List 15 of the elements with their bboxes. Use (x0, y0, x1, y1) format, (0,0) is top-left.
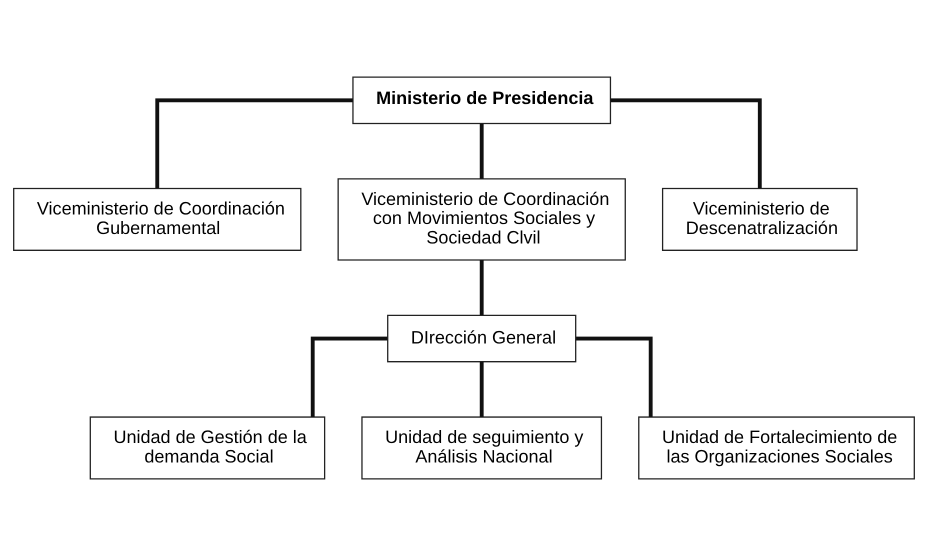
node-box: Unidad de Fortalecimiento de las Organizaciones Sociales (638, 416, 915, 479)
connector (155, 98, 353, 188)
node-box: Ministerio de Presidencia (352, 76, 612, 124)
connector (480, 361, 484, 416)
node-box: Viceministerio de Coordinación con Movimientos Sociales y Sociedad Clvil (338, 178, 626, 260)
node-box: Unidad de Gestión de la demanda Social (90, 416, 326, 479)
node-box: DIrección General (387, 314, 576, 362)
node-box: Viceministerio de Coordinación Gubernamental (13, 187, 302, 250)
connector (480, 123, 484, 178)
connector (576, 336, 653, 416)
connector (310, 336, 388, 416)
connector (480, 260, 484, 315)
node-box: Unidad de seguimiento y Análisis Nacional (361, 416, 602, 479)
connector (610, 98, 762, 188)
node-box: Viceministerio de Descenatralización (662, 187, 858, 250)
